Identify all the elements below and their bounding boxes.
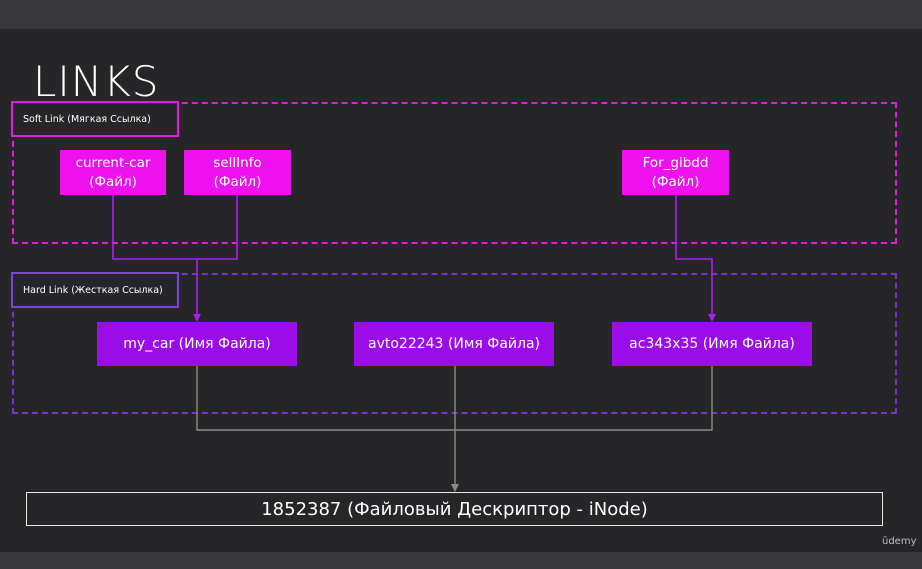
slide-title: LINKS xyxy=(33,57,160,106)
soft-node-for-gibdd: For_gibdd (Файл) xyxy=(622,150,729,195)
soft-node-type: (Файл) xyxy=(651,173,700,190)
top-bar xyxy=(0,0,922,29)
connector-current-car-to-my-car xyxy=(112,195,201,322)
connector-for-gibdd-to-ac343x35 xyxy=(675,195,716,322)
soft-node-type: (Файл) xyxy=(89,173,137,190)
hard-link-label: Hard Link (Жесткая Ссылка) xyxy=(11,272,179,308)
udemy-watermark: ūdemy xyxy=(882,536,917,547)
hard-node-ac343x35: ac343x35 (Имя Файла) xyxy=(612,322,812,366)
connector-sellinfo-to-my-car xyxy=(197,195,238,260)
soft-node-name: current-car xyxy=(75,154,151,171)
soft-link-label: Soft Link (Мягкая Ссылка) xyxy=(11,101,179,137)
connector-my-car-to-inode xyxy=(196,366,455,431)
hard-node-avto22243: avto22243 (Имя Файла) xyxy=(354,322,554,366)
soft-node-name: For_gibdd xyxy=(642,154,709,171)
soft-node-type: (Файл) xyxy=(213,173,262,190)
hard-node-my-car: my_car (Имя Файла) xyxy=(97,322,297,366)
inode-box: 1852387 (Файловый Дескриптор - iNode) xyxy=(26,492,883,526)
soft-node-sellinfo: sellInfo (Файл) xyxy=(184,150,291,195)
soft-node-name: sellInfo xyxy=(213,154,262,171)
soft-link-group xyxy=(12,102,897,244)
connector-ac343x35-to-inode xyxy=(455,366,713,431)
soft-node-current-car: current-car (Файл) xyxy=(60,150,166,195)
bottom-bar xyxy=(0,552,922,569)
